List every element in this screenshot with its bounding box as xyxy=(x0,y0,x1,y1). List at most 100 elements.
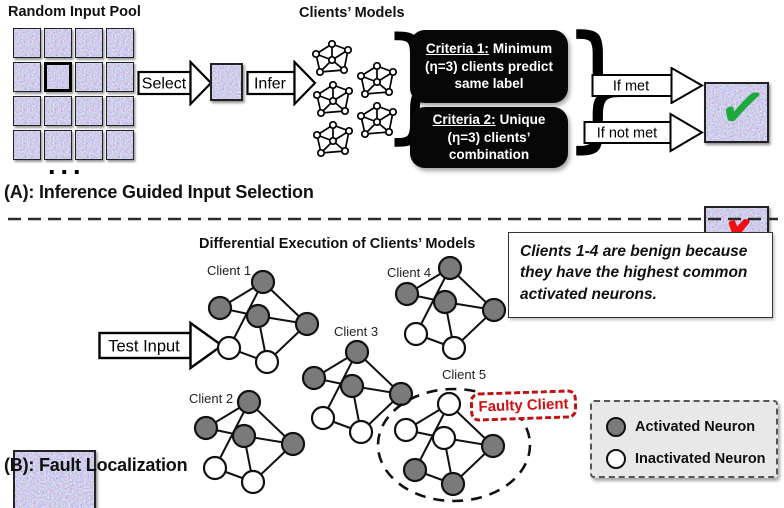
client-model-icon xyxy=(312,81,354,118)
activated-neuron xyxy=(437,256,463,281)
selected-input-noise xyxy=(212,65,241,99)
input-tile-noise xyxy=(47,65,69,89)
input-tile-selected xyxy=(44,62,72,92)
criteria-1-text: Minimum (η=3) clients predict same label xyxy=(425,40,553,92)
inactivated-neuron xyxy=(240,469,266,494)
activated-neuron xyxy=(402,457,428,483)
activated-neuron xyxy=(193,415,219,441)
inactivated-neuron xyxy=(431,425,457,451)
section-b-heading: (B): Fault Localization xyxy=(4,455,188,475)
activated-neuron-icon xyxy=(606,417,626,437)
client-4-label: Client 4 xyxy=(387,265,432,280)
input-tile xyxy=(75,96,103,126)
client-model-icon xyxy=(312,121,354,158)
inactivated-neuron xyxy=(254,349,280,374)
activated-neuron xyxy=(280,431,306,457)
input-tile xyxy=(44,96,72,126)
criteria-2-text: Unique (η=3) clients’ combination xyxy=(447,111,546,163)
faulty-client-ellipse xyxy=(376,387,532,503)
input-pool-grid xyxy=(13,28,134,160)
activated-neuron xyxy=(481,297,507,323)
input-tile xyxy=(106,96,134,126)
section-b-title: Differential Execution of Clients’ Model… xyxy=(199,236,476,252)
input-tile xyxy=(106,62,134,92)
client-5-graph xyxy=(393,392,506,496)
if-not-met-label: If not met xyxy=(597,126,657,142)
input-tile xyxy=(75,130,103,160)
input-tile-noise xyxy=(14,97,40,125)
input-tile-noise xyxy=(45,97,71,125)
input-tile-noise xyxy=(107,97,133,125)
test-input-noise xyxy=(15,452,94,508)
activated-neuron xyxy=(245,303,271,329)
inactivated-neuron xyxy=(348,419,374,444)
criteria-1-title: Criteria 1: xyxy=(425,40,489,56)
input-tile-noise xyxy=(76,29,102,57)
section-a-heading: (A): Inference Guided Input Selection xyxy=(4,182,314,202)
input-tile xyxy=(13,130,41,160)
activated-neuron xyxy=(344,340,370,365)
if-met-arrow: If met xyxy=(591,67,704,104)
client-3-graph xyxy=(301,340,414,444)
activated-neuron xyxy=(207,295,233,321)
test-input-image xyxy=(13,450,96,508)
pool-ellipsis: ... xyxy=(48,150,86,180)
benign-note-box: Clients 1-4 are benign because they have… xyxy=(508,232,773,318)
activated-neuron xyxy=(301,365,327,391)
criteria-1-box: Criteria 1:Minimum (η=3) clients predict… xyxy=(410,30,568,103)
inactivated-neuron xyxy=(393,417,419,443)
inactivated-neuron-label: Inactivated Neuron xyxy=(635,451,766,467)
input-tile-noise xyxy=(14,131,40,159)
accepted-input-tile: ✓ xyxy=(704,82,769,143)
legend-box: Activated Neuron Inactivated Neuron xyxy=(590,400,778,478)
input-tile-noise xyxy=(45,131,71,159)
infer-arrow: Infer xyxy=(246,60,317,106)
input-tile-noise xyxy=(107,63,133,91)
input-tile-noise xyxy=(45,29,71,57)
client-1-label: Client 1 xyxy=(207,263,252,278)
activated-neuron xyxy=(432,289,458,315)
client-3-label: Client 3 xyxy=(334,324,379,339)
client-model-icon xyxy=(311,40,353,77)
input-tile xyxy=(75,28,103,58)
client-1-graph xyxy=(207,270,320,374)
activated-neuron xyxy=(250,270,276,295)
accepted-input-noise xyxy=(706,84,767,141)
client-4-graph xyxy=(394,256,507,360)
activated-neuron xyxy=(339,373,365,399)
infer-arrow-label: Infer xyxy=(254,76,287,93)
inactivated-neuron xyxy=(216,335,242,361)
input-tile-noise xyxy=(107,131,133,159)
inactivated-neuron xyxy=(403,321,429,347)
activated-neuron xyxy=(236,390,262,415)
criteria-2-box: Criteria 2:Unique (η=3) clients’ combina… xyxy=(410,107,568,168)
activated-neuron xyxy=(231,423,257,449)
if-not-met-arrow: If not met xyxy=(583,112,704,153)
input-tile xyxy=(13,96,41,126)
input-tile xyxy=(106,130,134,160)
input-tile-noise xyxy=(14,63,40,91)
input-tile-noise xyxy=(76,63,102,91)
legend-row-inactivated: Inactivated Neuron xyxy=(606,443,776,475)
client-5-label: Client 5 xyxy=(442,367,487,382)
select-arrow: Select xyxy=(137,60,213,106)
activated-neuron xyxy=(440,471,466,496)
if-met-label: If met xyxy=(613,79,649,95)
pool-label: Random Input Pool xyxy=(8,4,141,20)
input-tile xyxy=(13,62,41,92)
select-arrow-label: Select xyxy=(142,76,187,93)
test-input-arrow: Test Input xyxy=(98,320,224,371)
input-tile xyxy=(44,130,72,160)
inactivated-neuron xyxy=(441,335,467,360)
input-tile xyxy=(106,28,134,58)
faulty-client-callout: Faulty Client xyxy=(469,389,578,422)
inactivated-neuron xyxy=(202,455,228,481)
criteria-2-title: Criteria 2: xyxy=(432,111,496,127)
inactivated-neuron xyxy=(310,405,336,431)
test-input-label: Test Input xyxy=(108,338,180,356)
legend-row-activated: Activated Neuron xyxy=(606,411,776,443)
input-tile-noise xyxy=(76,131,102,159)
section-divider xyxy=(8,217,778,221)
selected-input-tile xyxy=(210,63,243,101)
